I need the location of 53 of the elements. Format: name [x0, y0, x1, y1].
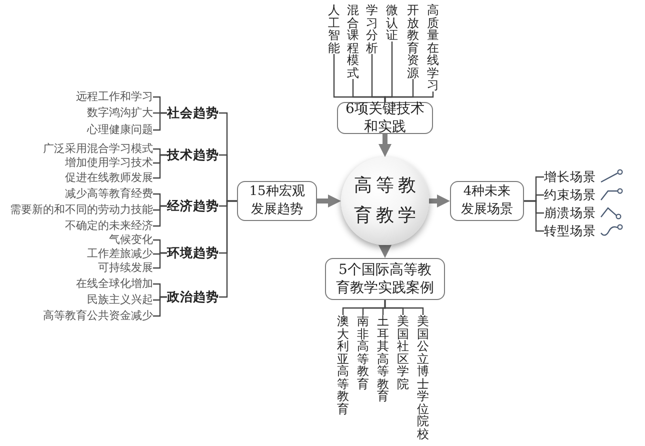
topic-box: 6项关键技术和实践	[337, 102, 433, 134]
category-text: 经济趋势	[167, 198, 219, 214]
arrow	[378, 134, 392, 157]
item-text: 减少高等教育经费	[65, 187, 153, 201]
vertical-item-text: 土耳其高等教育	[376, 315, 390, 402]
scenario-text: 转型场景	[544, 223, 596, 239]
bracket-line	[153, 205, 167, 227]
arrow	[317, 194, 341, 208]
item-text: 数字鸿沟扩大	[87, 106, 153, 120]
vertical-item-text: 澳大利亚高等教育	[336, 315, 350, 415]
arrow	[429, 194, 450, 208]
bracket-line	[153, 112, 167, 131]
item-text: 不确定的未来经济	[65, 219, 153, 233]
item-text: 民族主义兴起	[87, 293, 153, 307]
bracket-line	[384, 300, 424, 315]
item-text: 可持续发展	[98, 261, 153, 275]
topic-box: 15种宏观发展趋势	[237, 181, 317, 221]
vertical-item-text: 美国社区学院	[396, 315, 410, 390]
vertical-item-text: 人工智能	[327, 4, 341, 54]
item-text: 工作差旅减少	[87, 247, 153, 261]
vertical-item-text: 高质量在线学习	[426, 4, 440, 92]
item-text: 广泛采用混合学习模式	[43, 142, 153, 156]
category-text: 环境趋势	[167, 245, 219, 261]
topic-box: 4种未来发展场景	[450, 181, 524, 221]
item-text: 远程工作和学习	[76, 90, 153, 104]
item-text: 增加使用学习技术	[65, 156, 153, 170]
category-text: 社会趋势	[167, 105, 219, 121]
central-circle: 高等教育教学	[341, 157, 429, 245]
scenario-text: 增长场景	[544, 169, 596, 185]
bracket-line	[153, 252, 167, 269]
category-text: 技术趋势	[167, 147, 219, 163]
category-text: 政治趋势	[167, 289, 219, 305]
bracket-line	[524, 200, 544, 232]
bracket-line	[153, 154, 167, 179]
vertical-item-text: 南非高等教育	[356, 315, 370, 390]
item-text: 气候变化	[109, 233, 153, 247]
vertical-item-text: 学习分析	[365, 4, 379, 54]
scenario-text: 崩溃场景	[544, 205, 596, 221]
topic-box: 5个国际高等教育教学实践案例	[325, 258, 445, 300]
bracket-line	[153, 296, 167, 317]
item-text: 促进在线教师发展	[65, 171, 153, 185]
item-text: 高等教育公共资金减少	[43, 309, 153, 323]
bracket-line	[384, 92, 434, 102]
scenario-text: 约束场景	[544, 187, 596, 203]
vertical-item-text: 美国公立博士学位院校	[416, 315, 430, 440]
vertical-item-text: 微认证	[385, 4, 399, 42]
arrow	[378, 245, 392, 258]
bracket-line	[219, 200, 237, 298]
vertical-item-text: 开放教育资源	[406, 4, 420, 79]
item-text: 在线全球化增加	[76, 277, 153, 291]
vertical-item-text: 混合课程模式	[346, 4, 360, 79]
item-text: 需要新的和不同的劳动力技能	[10, 203, 153, 217]
item-text: 心理健康问题	[87, 123, 153, 137]
